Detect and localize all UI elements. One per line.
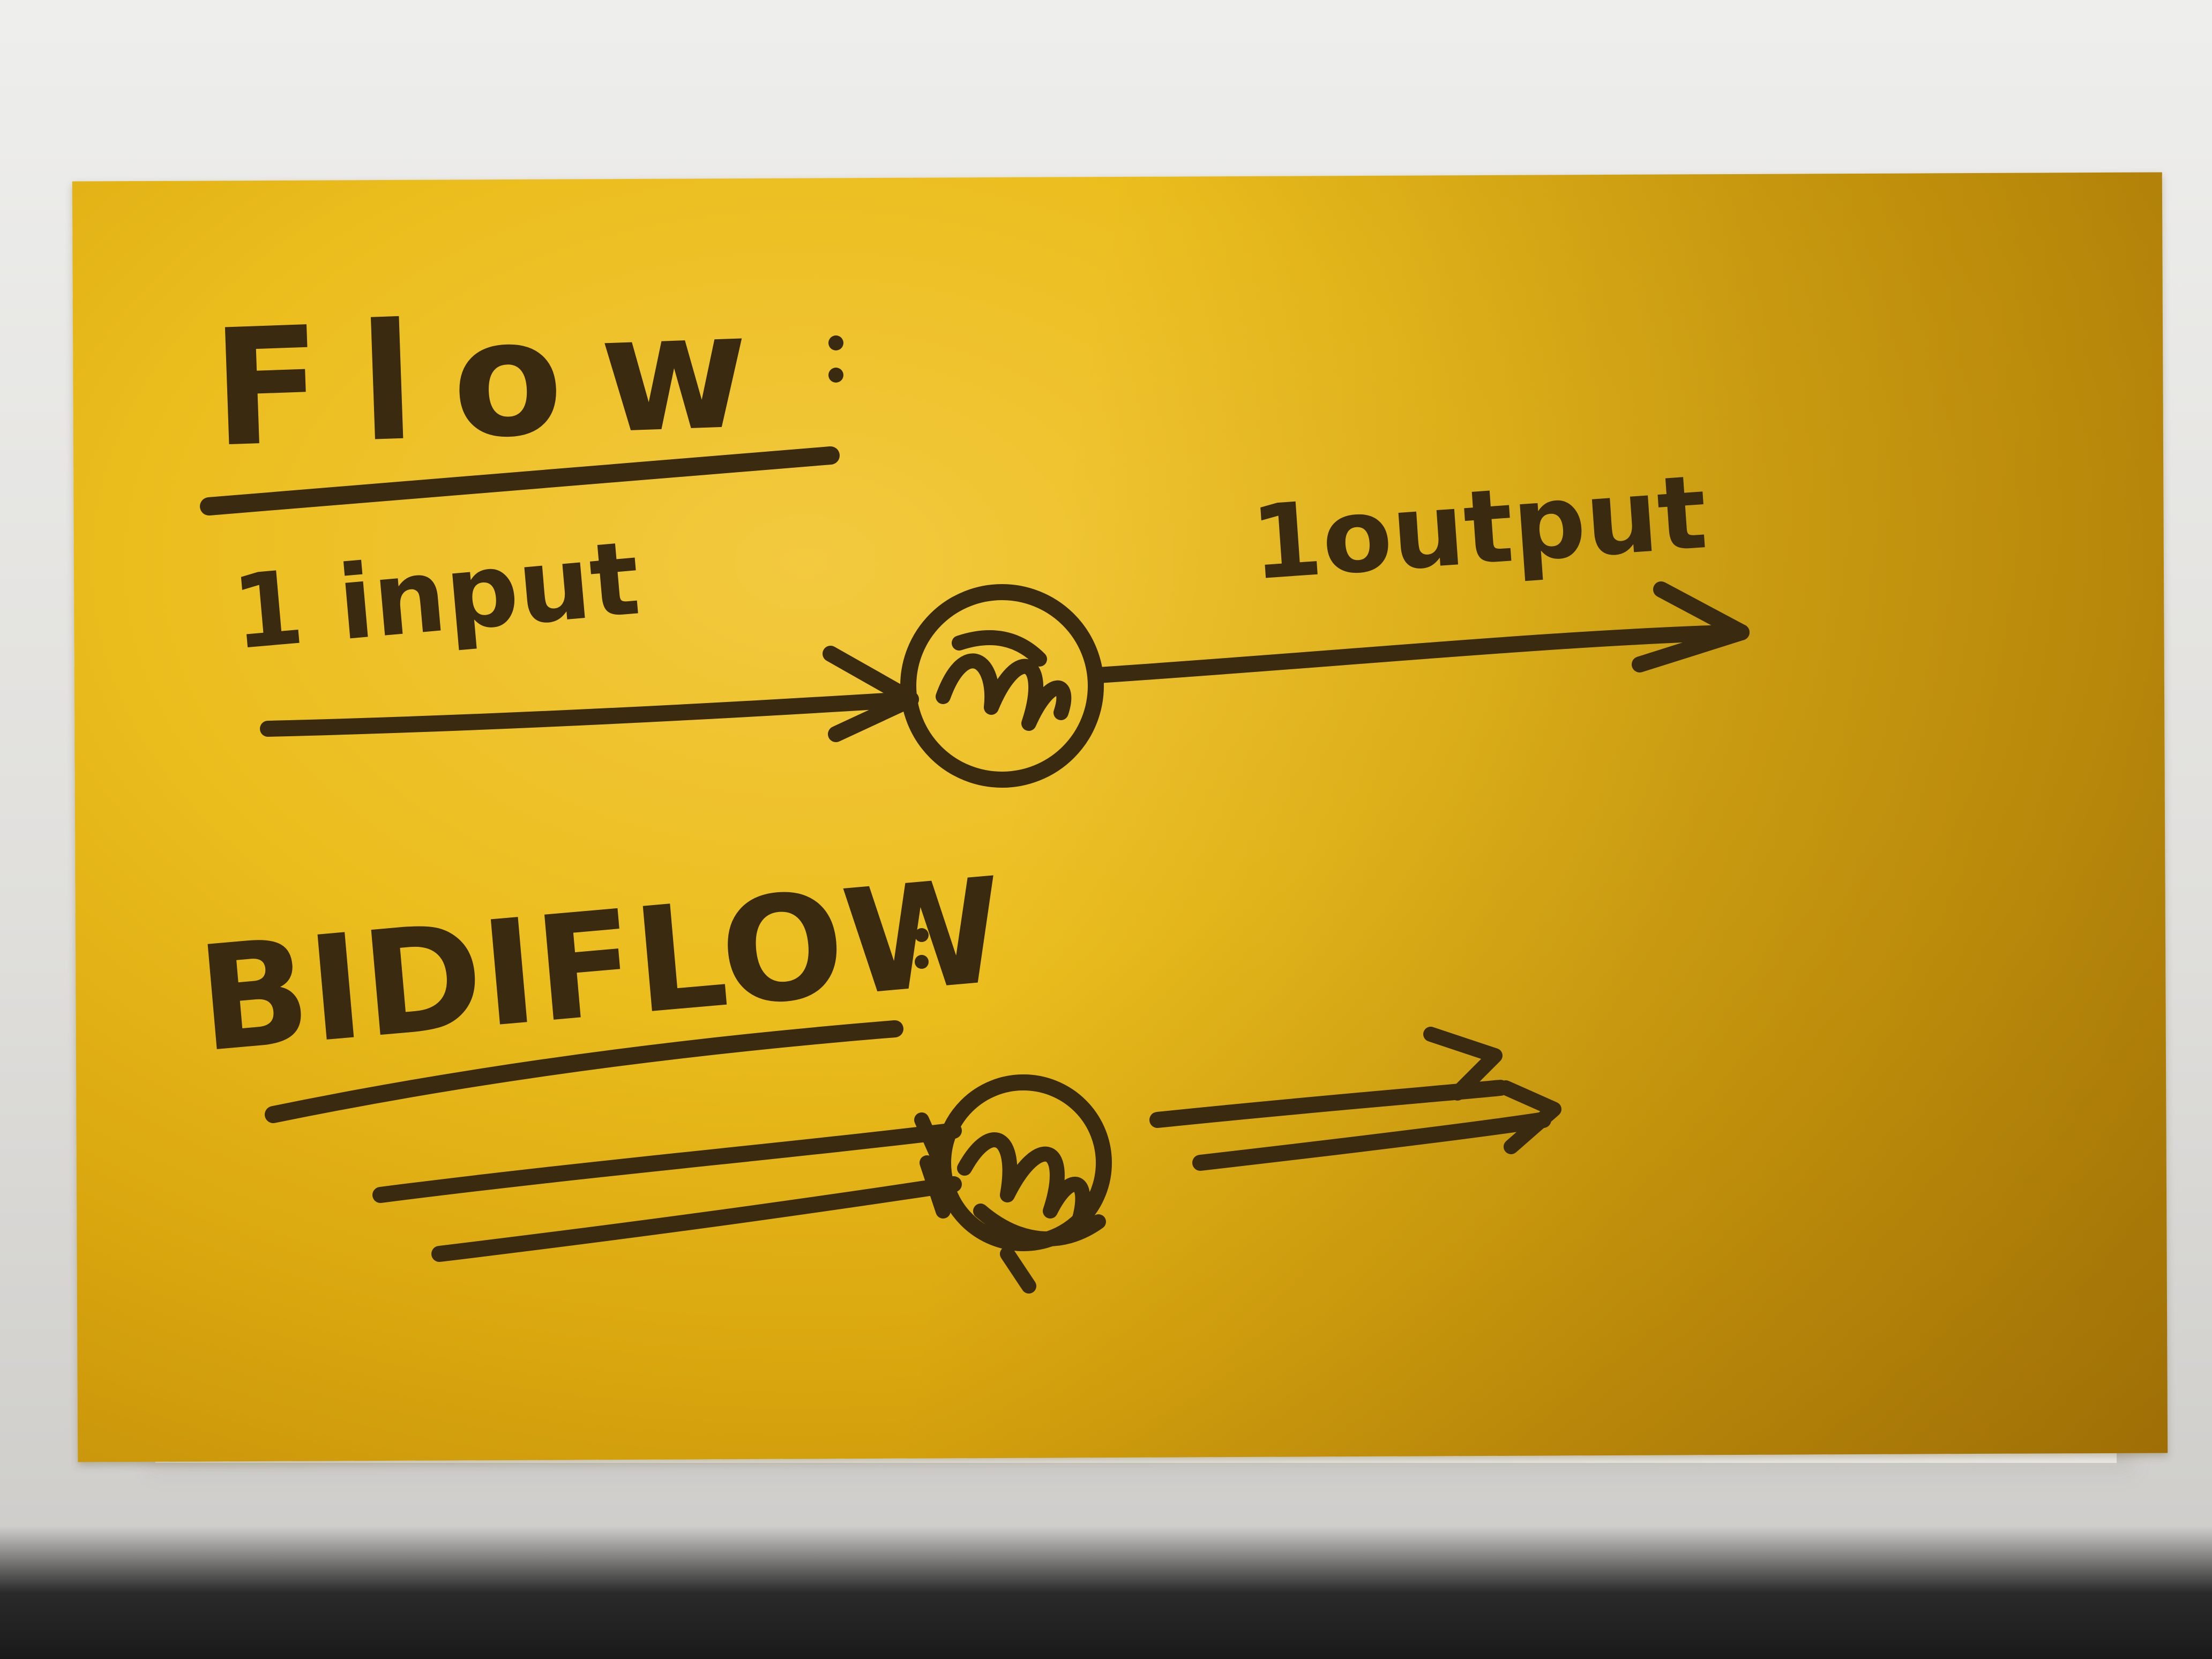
bidiflow-title: BIDIFLOW xyxy=(192,846,1010,1085)
bidiflow-node xyxy=(935,1074,1112,1251)
bidiflow-upper-in-line xyxy=(372,1123,962,1203)
flow-input-label: 1 input xyxy=(228,519,644,672)
bidiflow-colon-dot-bottom xyxy=(915,955,929,969)
flow-input-arrow-line xyxy=(260,691,919,737)
flow-title: Flow xyxy=(209,276,789,483)
flow-colon-dot-top xyxy=(828,335,843,350)
bidiflow-upper-out-line xyxy=(1149,1080,1508,1128)
bidiflow-upper-arrowhead xyxy=(1423,1027,1503,1101)
bidiflow-lower-out-line xyxy=(1192,1112,1551,1171)
bidiflow-node-scribble xyxy=(957,1132,1106,1294)
flow-node-scribble xyxy=(936,630,1072,731)
flow-colon-dot-bottom xyxy=(828,368,843,383)
bidiflow-lower-arrowhead xyxy=(1498,1080,1561,1154)
bidiflow-title-underline xyxy=(265,1020,903,1123)
bidiflow-colon-dot-top xyxy=(915,928,929,942)
bidiflow-lower-in-line xyxy=(431,1176,962,1262)
flow-output-arrowhead xyxy=(1632,581,1750,672)
flow-title-underline xyxy=(200,446,840,515)
flow-output-arrow-line xyxy=(1090,624,1750,683)
flow-output-label: 1output xyxy=(1247,453,1710,603)
flow-node xyxy=(900,584,1104,788)
